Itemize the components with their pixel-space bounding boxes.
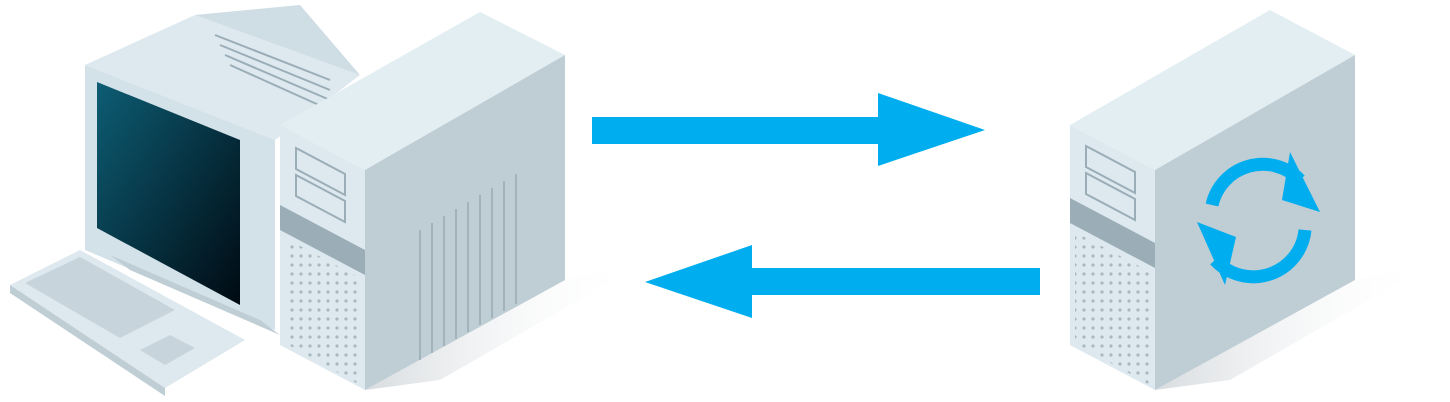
- monitor-top: [85, 15, 360, 140]
- server-shadow: [1155, 265, 1430, 390]
- arrow-left-icon: [645, 245, 1040, 318]
- keyboard-numpad: [140, 335, 195, 365]
- monitor-screen: [97, 82, 240, 305]
- tower-drive-bays: [295, 146, 346, 224]
- server-top: [1070, 10, 1355, 170]
- tower-stripe: [280, 205, 365, 275]
- server-tower-icon: [1070, 10, 1430, 390]
- server-grille: [1075, 232, 1150, 385]
- arrow-right-icon: [592, 93, 985, 166]
- sync-arrowhead-bottom: [1197, 222, 1236, 285]
- tower-side-vents: [419, 174, 517, 360]
- tower-side: [365, 55, 565, 390]
- sync-arrowhead-top: [1282, 152, 1320, 212]
- monitor-rear: [195, 5, 360, 75]
- keyboard-keys: [25, 257, 175, 338]
- desktop-computer-icon: [10, 5, 640, 396]
- server-side: [1155, 55, 1355, 390]
- monitor-vents: [214, 34, 331, 111]
- tower-top: [280, 12, 565, 170]
- monitor-base: [110, 255, 280, 335]
- tower-grille: [285, 238, 360, 385]
- server-drive-bays: [1085, 144, 1136, 222]
- computer-shadow: [365, 265, 640, 390]
- keyboard-edge: [10, 285, 165, 396]
- server-stripe: [1070, 198, 1155, 268]
